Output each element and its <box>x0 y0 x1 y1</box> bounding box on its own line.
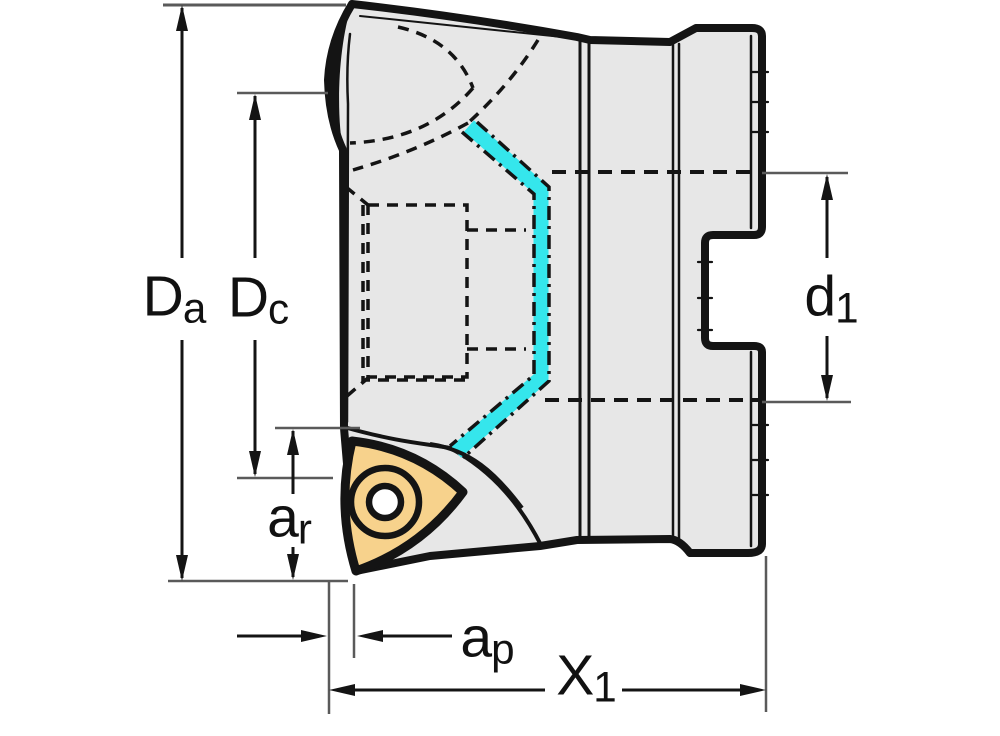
label-ar: ar <box>267 489 312 553</box>
insert-screw-hole <box>365 482 405 522</box>
trigon-insert <box>340 436 468 576</box>
label-ar-sub: r <box>297 505 312 553</box>
label-d1: d1 <box>804 268 858 332</box>
label-X1-base: X <box>556 643 594 708</box>
label-ap-base: a <box>460 605 492 670</box>
label-Da-base: D <box>142 264 184 329</box>
arrowheads <box>176 5 833 696</box>
dimension-lines <box>176 5 833 696</box>
extension-lines <box>163 3 851 714</box>
front-edge-crescent <box>328 4 352 150</box>
label-Dc-sub: c <box>268 285 289 333</box>
label-d1-sub: 1 <box>835 284 858 332</box>
label-d1-base: d <box>804 264 836 329</box>
label-Da: Da <box>143 268 207 332</box>
label-Dc-base: D <box>227 265 269 330</box>
label-X1-sub: 1 <box>593 663 616 711</box>
pocket-seat-line <box>429 442 524 510</box>
label-ap: ap <box>460 609 514 673</box>
insert-land-circle <box>347 464 423 540</box>
label-ar-base: a <box>267 485 299 550</box>
body-interior-lines <box>342 15 770 548</box>
cutting-edge-highlight <box>448 120 551 460</box>
label-ap-sub: p <box>491 625 514 673</box>
label-X1: X1 <box>556 647 617 711</box>
label-Da-sub: a <box>182 284 206 332</box>
label-Dc: Dc <box>228 269 289 333</box>
hidden-lines <box>344 25 762 402</box>
cutter-body <box>324 0 770 575</box>
milling-insert <box>340 436 468 576</box>
